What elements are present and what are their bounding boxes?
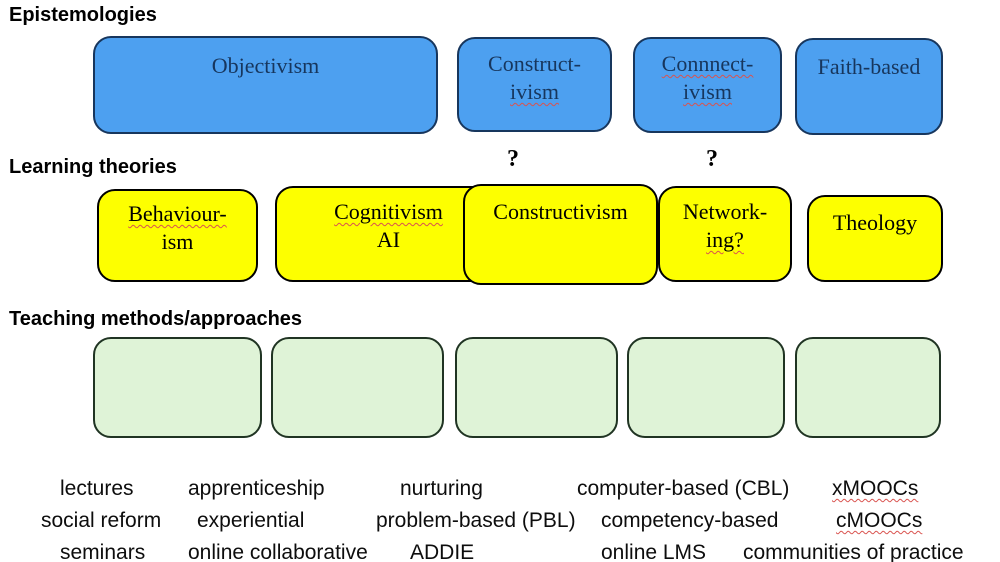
- example-experiential: experiential: [197, 509, 305, 532]
- example-communities-of-practice: communities of practice: [743, 541, 964, 562]
- box-label-misspelled: ing?: [706, 227, 744, 252]
- heading-epistemologies: Epistemologies: [9, 4, 157, 26]
- method-box-4: [627, 337, 785, 438]
- box-label: Network-: [682, 199, 768, 224]
- box-label: Objectivism: [211, 53, 320, 78]
- example-lectures: lectures: [60, 477, 134, 500]
- example-apprenticeship: apprenticeship: [188, 477, 325, 500]
- box-label: Faith-based: [817, 54, 921, 79]
- box-label: AI: [376, 227, 401, 252]
- box-label-misspelled: ivism: [683, 79, 732, 104]
- method-box-5: [795, 337, 941, 438]
- box-label-misspelled: Cognitivism: [334, 199, 443, 224]
- question-mark-constructivism: ?: [507, 146, 519, 172]
- theory-box-constructivism: Constructivism: [463, 184, 658, 285]
- box-label-misspelled: Connnect-: [661, 51, 754, 76]
- theory-box-behaviourism: Behaviour- ism: [97, 189, 258, 282]
- epistemology-box-faith-based: Faith-based: [795, 38, 943, 135]
- example-online-collaborative: online collaborative: [188, 541, 368, 562]
- example-addie: ADDIE: [410, 541, 475, 562]
- theory-box-theology: Theology: [807, 195, 943, 282]
- example-seminars: seminars: [60, 541, 146, 562]
- box-label: Constructivism: [493, 199, 628, 224]
- epistemology-box-connectivism: Connnect- ivism: [633, 37, 782, 133]
- example-competency-based: competency-based: [601, 509, 779, 532]
- example-xmoocs: xMOOCs: [832, 477, 919, 500]
- example-nurturing: nurturing: [400, 477, 483, 500]
- example-online-lms: online LMS: [601, 541, 707, 562]
- epistemology-box-objectivism: Objectivism: [93, 36, 438, 134]
- example-problem-based: problem-based (PBL): [376, 509, 576, 532]
- question-mark-connectivism: ?: [706, 146, 718, 172]
- heading-learning-theories: Learning theories: [9, 156, 177, 178]
- box-label: Theology: [832, 210, 918, 235]
- heading-teaching-methods: Teaching methods/approaches: [9, 308, 303, 330]
- box-label: Construct-: [488, 51, 581, 76]
- box-label: ism: [161, 229, 194, 254]
- example-social-reform: social reform: [41, 509, 162, 532]
- method-box-1: [93, 337, 262, 438]
- method-box-2: [271, 337, 444, 438]
- box-label-misspelled: Behaviour-: [128, 201, 227, 226]
- epistemology-box-constructivism: Construct- ivism: [457, 37, 612, 132]
- example-computer-based: computer-based (CBL): [577, 477, 790, 500]
- example-cmoocs: cMOOCs: [836, 509, 923, 532]
- box-label-misspelled: ivism: [510, 79, 559, 104]
- theory-box-networking: Network- ing?: [658, 186, 792, 282]
- method-box-3: [455, 337, 618, 438]
